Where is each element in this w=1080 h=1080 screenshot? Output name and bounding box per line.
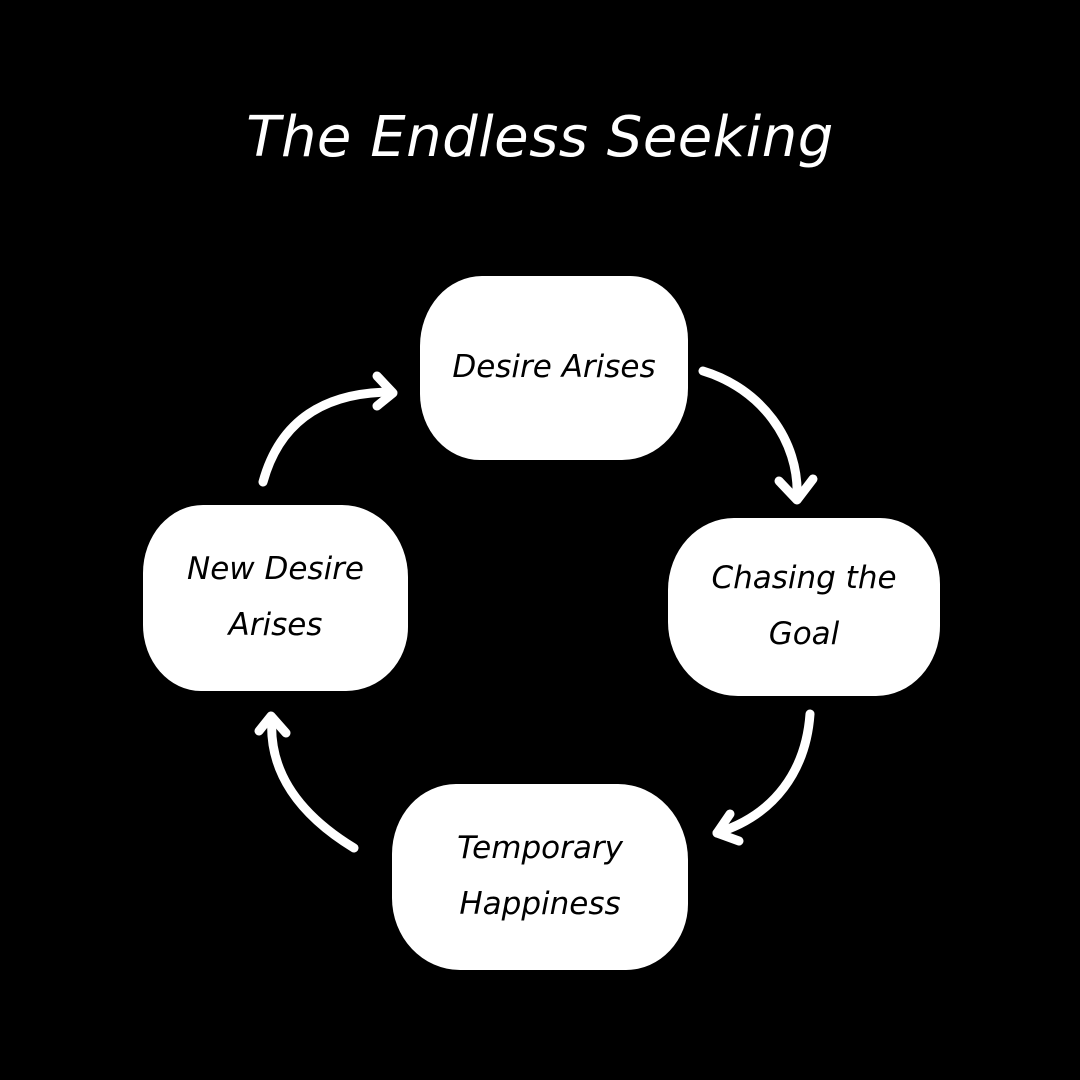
- arrow-new-desire-to-desire: [258, 371, 398, 487]
- node-label-desire-arises: Desire Arises: [452, 349, 656, 386]
- arrow-desire-to-chasing: [698, 366, 818, 505]
- node-chasing-the-goal: Chasing the Goal: [668, 518, 940, 696]
- node-label-temporary-happiness: Temporary Happiness: [457, 830, 623, 922]
- arrow-chasing-to-happiness: [712, 709, 815, 846]
- node-new-desire-arises: New Desire Arises: [143, 505, 408, 691]
- node-desire-arises: Desire Arises: [420, 276, 688, 460]
- diagram-title: The Endless Seeking: [246, 105, 834, 170]
- node-label-chasing-the-goal: Chasing the Goal: [711, 560, 897, 652]
- node-temporary-happiness: Temporary Happiness: [392, 784, 688, 970]
- arrow-happiness-to-new-desire: [254, 711, 359, 853]
- node-label-new-desire-arises: New Desire Arises: [187, 551, 364, 643]
